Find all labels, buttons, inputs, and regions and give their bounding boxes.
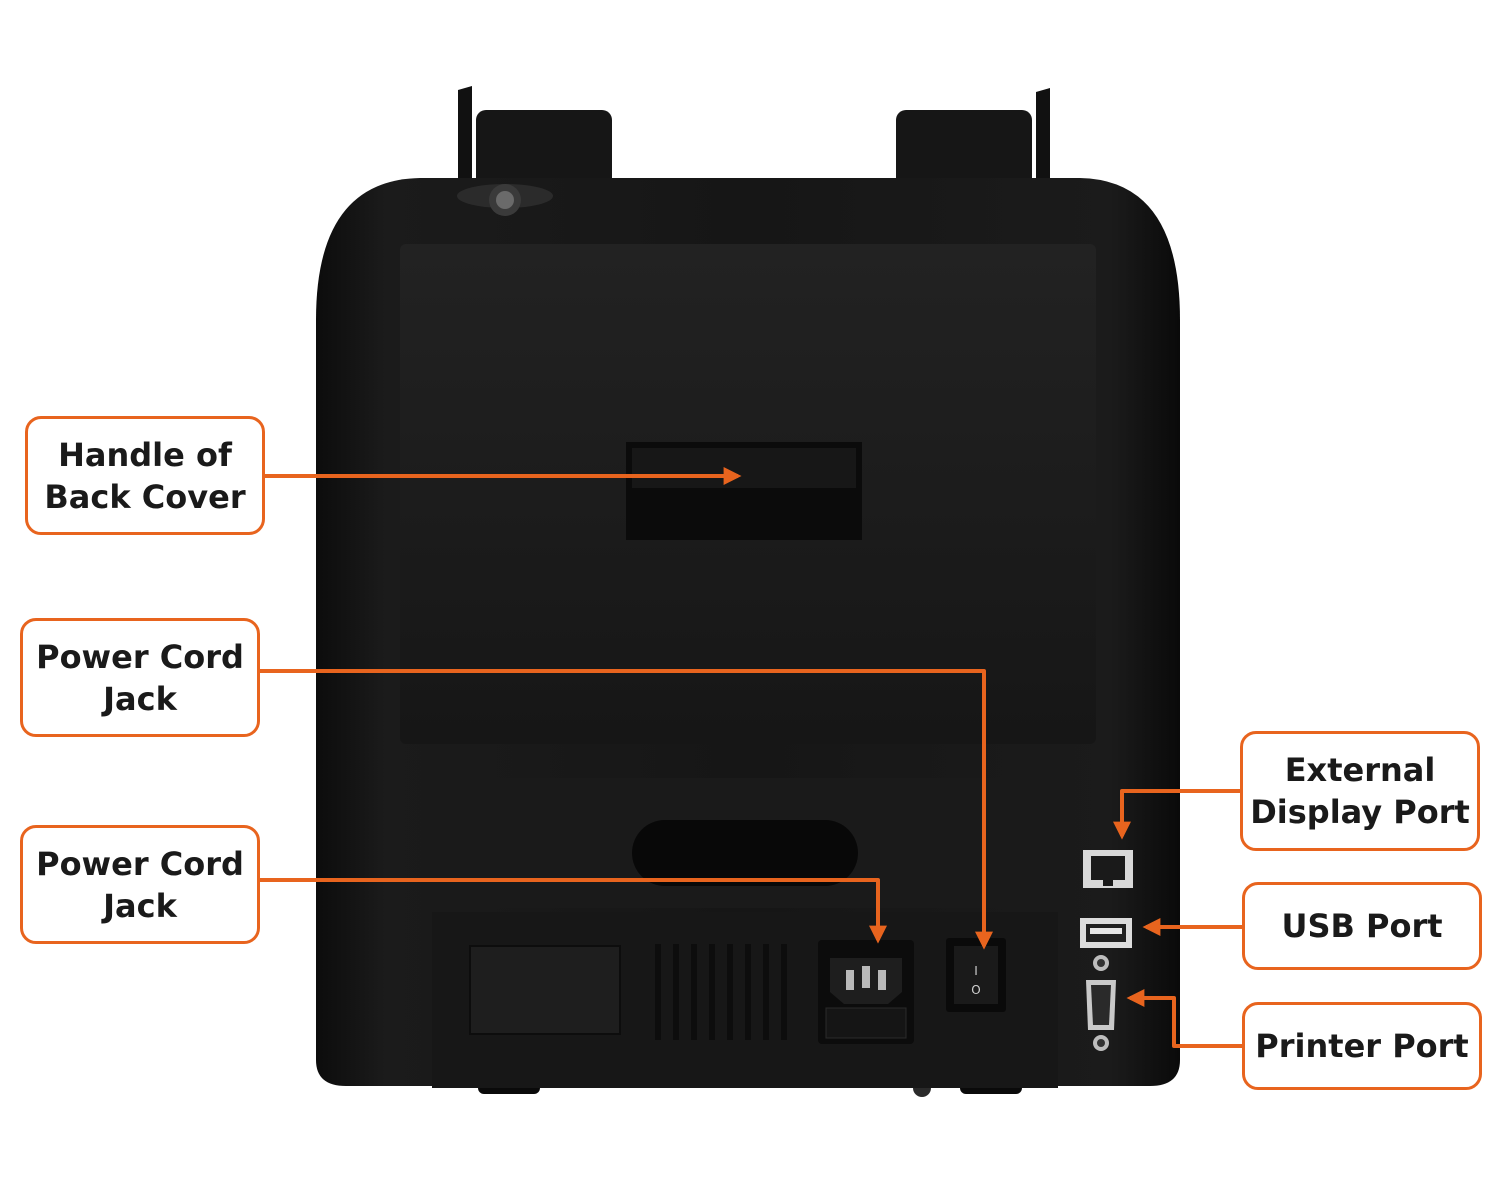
label-line: Power Cord (36, 844, 244, 883)
top-knob (457, 184, 553, 216)
leader-lines (260, 467, 1242, 1048)
vent-slots (655, 944, 787, 1040)
power-cord-jack-socket[interactable] (818, 940, 914, 1044)
label-line: Jack (103, 679, 177, 718)
label-power-cord-jack-top: Power Cord Jack (20, 618, 260, 737)
leader-external-display (1113, 789, 1240, 840)
printer-port-socket[interactable] (1086, 955, 1116, 1051)
label-power-cord-jack-bottom: Power Cord Jack (20, 825, 260, 944)
switch-off-mark: O (971, 983, 980, 997)
hopper-guides (458, 86, 1050, 190)
bill-slot (632, 820, 858, 886)
leader-power-jack-bottom (260, 878, 887, 944)
leader-printer (1126, 989, 1242, 1048)
usb-port-socket[interactable] (1080, 918, 1132, 948)
label-printer-port: Printer Port (1242, 1002, 1482, 1090)
label-plate (469, 945, 621, 1035)
label-line: Handle of (58, 435, 232, 474)
label-line: Jack (103, 886, 177, 925)
power-switch[interactable]: I O (946, 938, 1006, 1012)
label-line: Printer Port (1255, 1027, 1469, 1065)
label-handle-of-back-cover: Handle of Back Cover (25, 416, 265, 535)
label-line: Display Port (1250, 793, 1470, 831)
switch-on-mark: I (974, 964, 978, 978)
label-line: External (1284, 751, 1436, 789)
external-display-port-socket[interactable] (1083, 850, 1133, 888)
leader-power-jack-top (260, 669, 993, 950)
label-usb-port: USB Port (1242, 882, 1482, 970)
label-external-display-port: External Display Port (1240, 731, 1480, 851)
label-line: USB Port (1281, 907, 1443, 945)
label-line: Back Cover (44, 477, 246, 516)
label-line: Power Cord (36, 637, 244, 676)
back-cover-handle[interactable] (626, 442, 862, 540)
